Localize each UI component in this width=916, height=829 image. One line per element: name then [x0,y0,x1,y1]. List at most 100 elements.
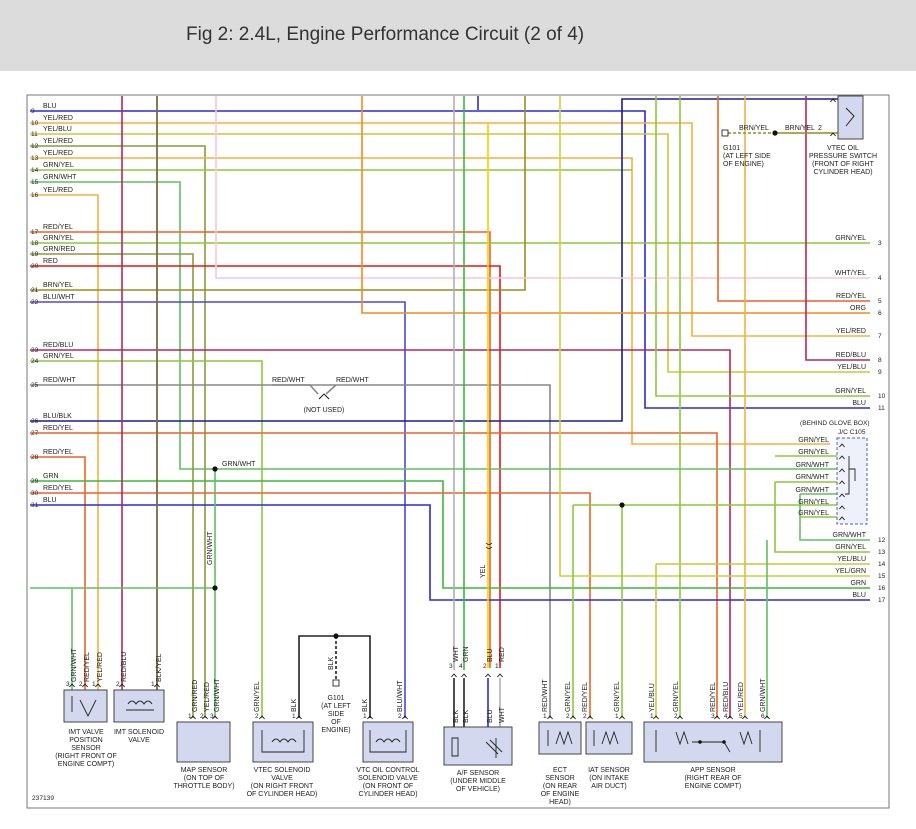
wire-yel-blu-11 [30,133,870,373]
wire-blu-blk-26 [30,98,838,422]
wire-number-left: 22 [31,299,39,306]
iat-sensor [585,721,633,755]
pin-wire-label: GRN/YEL [614,681,621,712]
pin-wire-label: BLK [453,709,460,723]
coil-icon [126,700,154,711]
wire-grn-29 [30,480,870,589]
ground-icon [721,129,729,137]
connector-icon [296,715,302,720]
wire-number-left: 17 [31,229,39,236]
wire-color-label-right: GRN/YEL [835,388,866,395]
af-sensor-icon [451,737,503,758]
coil-icon [369,730,407,753]
map-feed-label: GRN/WHT [207,531,214,565]
map-sensor-label: THROTTLE BODY) [173,783,234,790]
wire-number-left: 13 [31,155,39,162]
pin-wire-label: GRN/WHT [760,678,767,712]
connector-icon [202,715,208,720]
splice-dot [212,585,218,591]
wire-color-label-left: YEL/BLU [43,126,72,133]
connector-icon [830,98,836,103]
pin-number: 2 [674,713,678,720]
splice-dot [772,130,778,136]
pin-number: 2 [566,713,570,720]
wire-number-left: 20 [31,263,39,270]
ect-sensor-label: SENSOR [545,775,575,782]
pin-number: 1 [543,713,547,720]
iat-sensor-label: (ON INTAKE [589,775,629,782]
app-sensor-label: (RIGHT REAR OF [684,775,741,782]
wire-color-label-left: RED/YEL [43,449,73,456]
iat-sensor-label: IAT SENSOR [588,767,630,774]
pin-number: 1 [615,713,619,720]
wire-red-yel-28 [30,456,86,690]
jc-wire-label: GRN/YEL [798,437,829,444]
connector-icon [318,393,330,400]
figure-title: Fig 2: 2.4L, Engine Performance Circuit … [186,24,585,45]
g101-label: (AT LEFT SIDE [723,153,771,160]
wire-number-left: 16 [31,192,39,199]
imt-position-sensor-label: POSITION [69,737,102,744]
wire-number-left: 24 [31,358,39,365]
imt-solenoid-valve [113,689,165,723]
wire-number-left: 15 [31,179,39,186]
splice-dot [212,466,218,472]
ect-sensor [538,721,582,755]
wire-grn-yel-13 [774,482,870,553]
pin-number: 3 [210,713,214,720]
connector-icon [587,715,593,720]
pin-number: 1 [151,681,155,688]
g101-bottom-label: SIDE [328,711,345,718]
splice-dot [333,633,339,639]
imt-position-sensor-label: (RIGHT FRONT OF [55,753,117,760]
jc-wire-label: GRN/WHT [796,487,830,494]
pin-wire-label: WHT [499,706,506,723]
vtc-oil-control-solenoid-valve [362,721,414,763]
wire-color-label-right: RED/YEL [836,293,866,300]
jc-wire-label: GRN/YEL [798,499,829,506]
connector-icon [619,715,625,720]
pin-wire-label: WHT [453,645,460,662]
connector-icon [839,443,845,448]
wire-color-label-right: BLU [852,400,866,407]
wire-color-label-left: YEL/RED [43,150,73,157]
wire-number-right: 7 [878,333,882,340]
wire-color-label-right: YEL/BLU [837,556,866,563]
imt-position-sensor-label: IMT VALVE [68,729,104,736]
af-sensor [443,726,513,766]
connector-icon [402,715,408,720]
g101-bottom-label: G101 [327,695,344,702]
af-sensor-label: OF VEHICLE) [456,786,500,793]
diagram-frame [26,94,890,809]
connector-icon [714,715,720,720]
jc-wire-label: GRN/YEL [798,449,829,456]
ground-wire-label: BRN/YEL [739,125,769,132]
pin-wire-label: BLK [463,709,470,723]
wire-color-label-right: GRN/WHT [833,532,867,539]
wire-color-label-left: YEL/RED [43,138,73,145]
thermistor-icon [593,730,619,746]
pin-wire-label: BLU [487,709,494,723]
vtc-solenoid-label: CYLINDER HEAD) [358,791,417,798]
wire-color-label-left: GRN/YEL [43,353,74,360]
wire-red-wht-25 [30,384,551,718]
wire-color-label-right: WHT/YEL [835,270,866,277]
connector-icon [497,673,503,678]
imt-solenoid-label: VALVE [128,737,150,744]
wire-number-left: 14 [31,167,39,174]
wire-yel-red-16 [30,194,99,690]
pin-wire-label: GRN/WHT [214,678,221,712]
jc-name-label: J/C C105 [838,429,866,436]
wire-color-label-left: RED/YEL [43,224,73,231]
title-bar: Fig 2: 2.4L, Engine Performance Circuit … [0,0,916,71]
wire-red-blu-8 [805,96,870,361]
af-sensor-label: A/F SENSOR [457,770,499,777]
pin-wire-label: GRN/YEL [254,681,261,712]
wire-number-right: 14 [878,561,886,568]
wire-number-right: 11 [878,405,885,412]
pin-wire-label: YEL/RED [204,682,211,712]
pin-number: 5 [739,713,743,720]
wire-brn-yel-21 [30,96,526,291]
wire-blu-31 [30,504,870,601]
pin-number: 1 [495,663,499,670]
